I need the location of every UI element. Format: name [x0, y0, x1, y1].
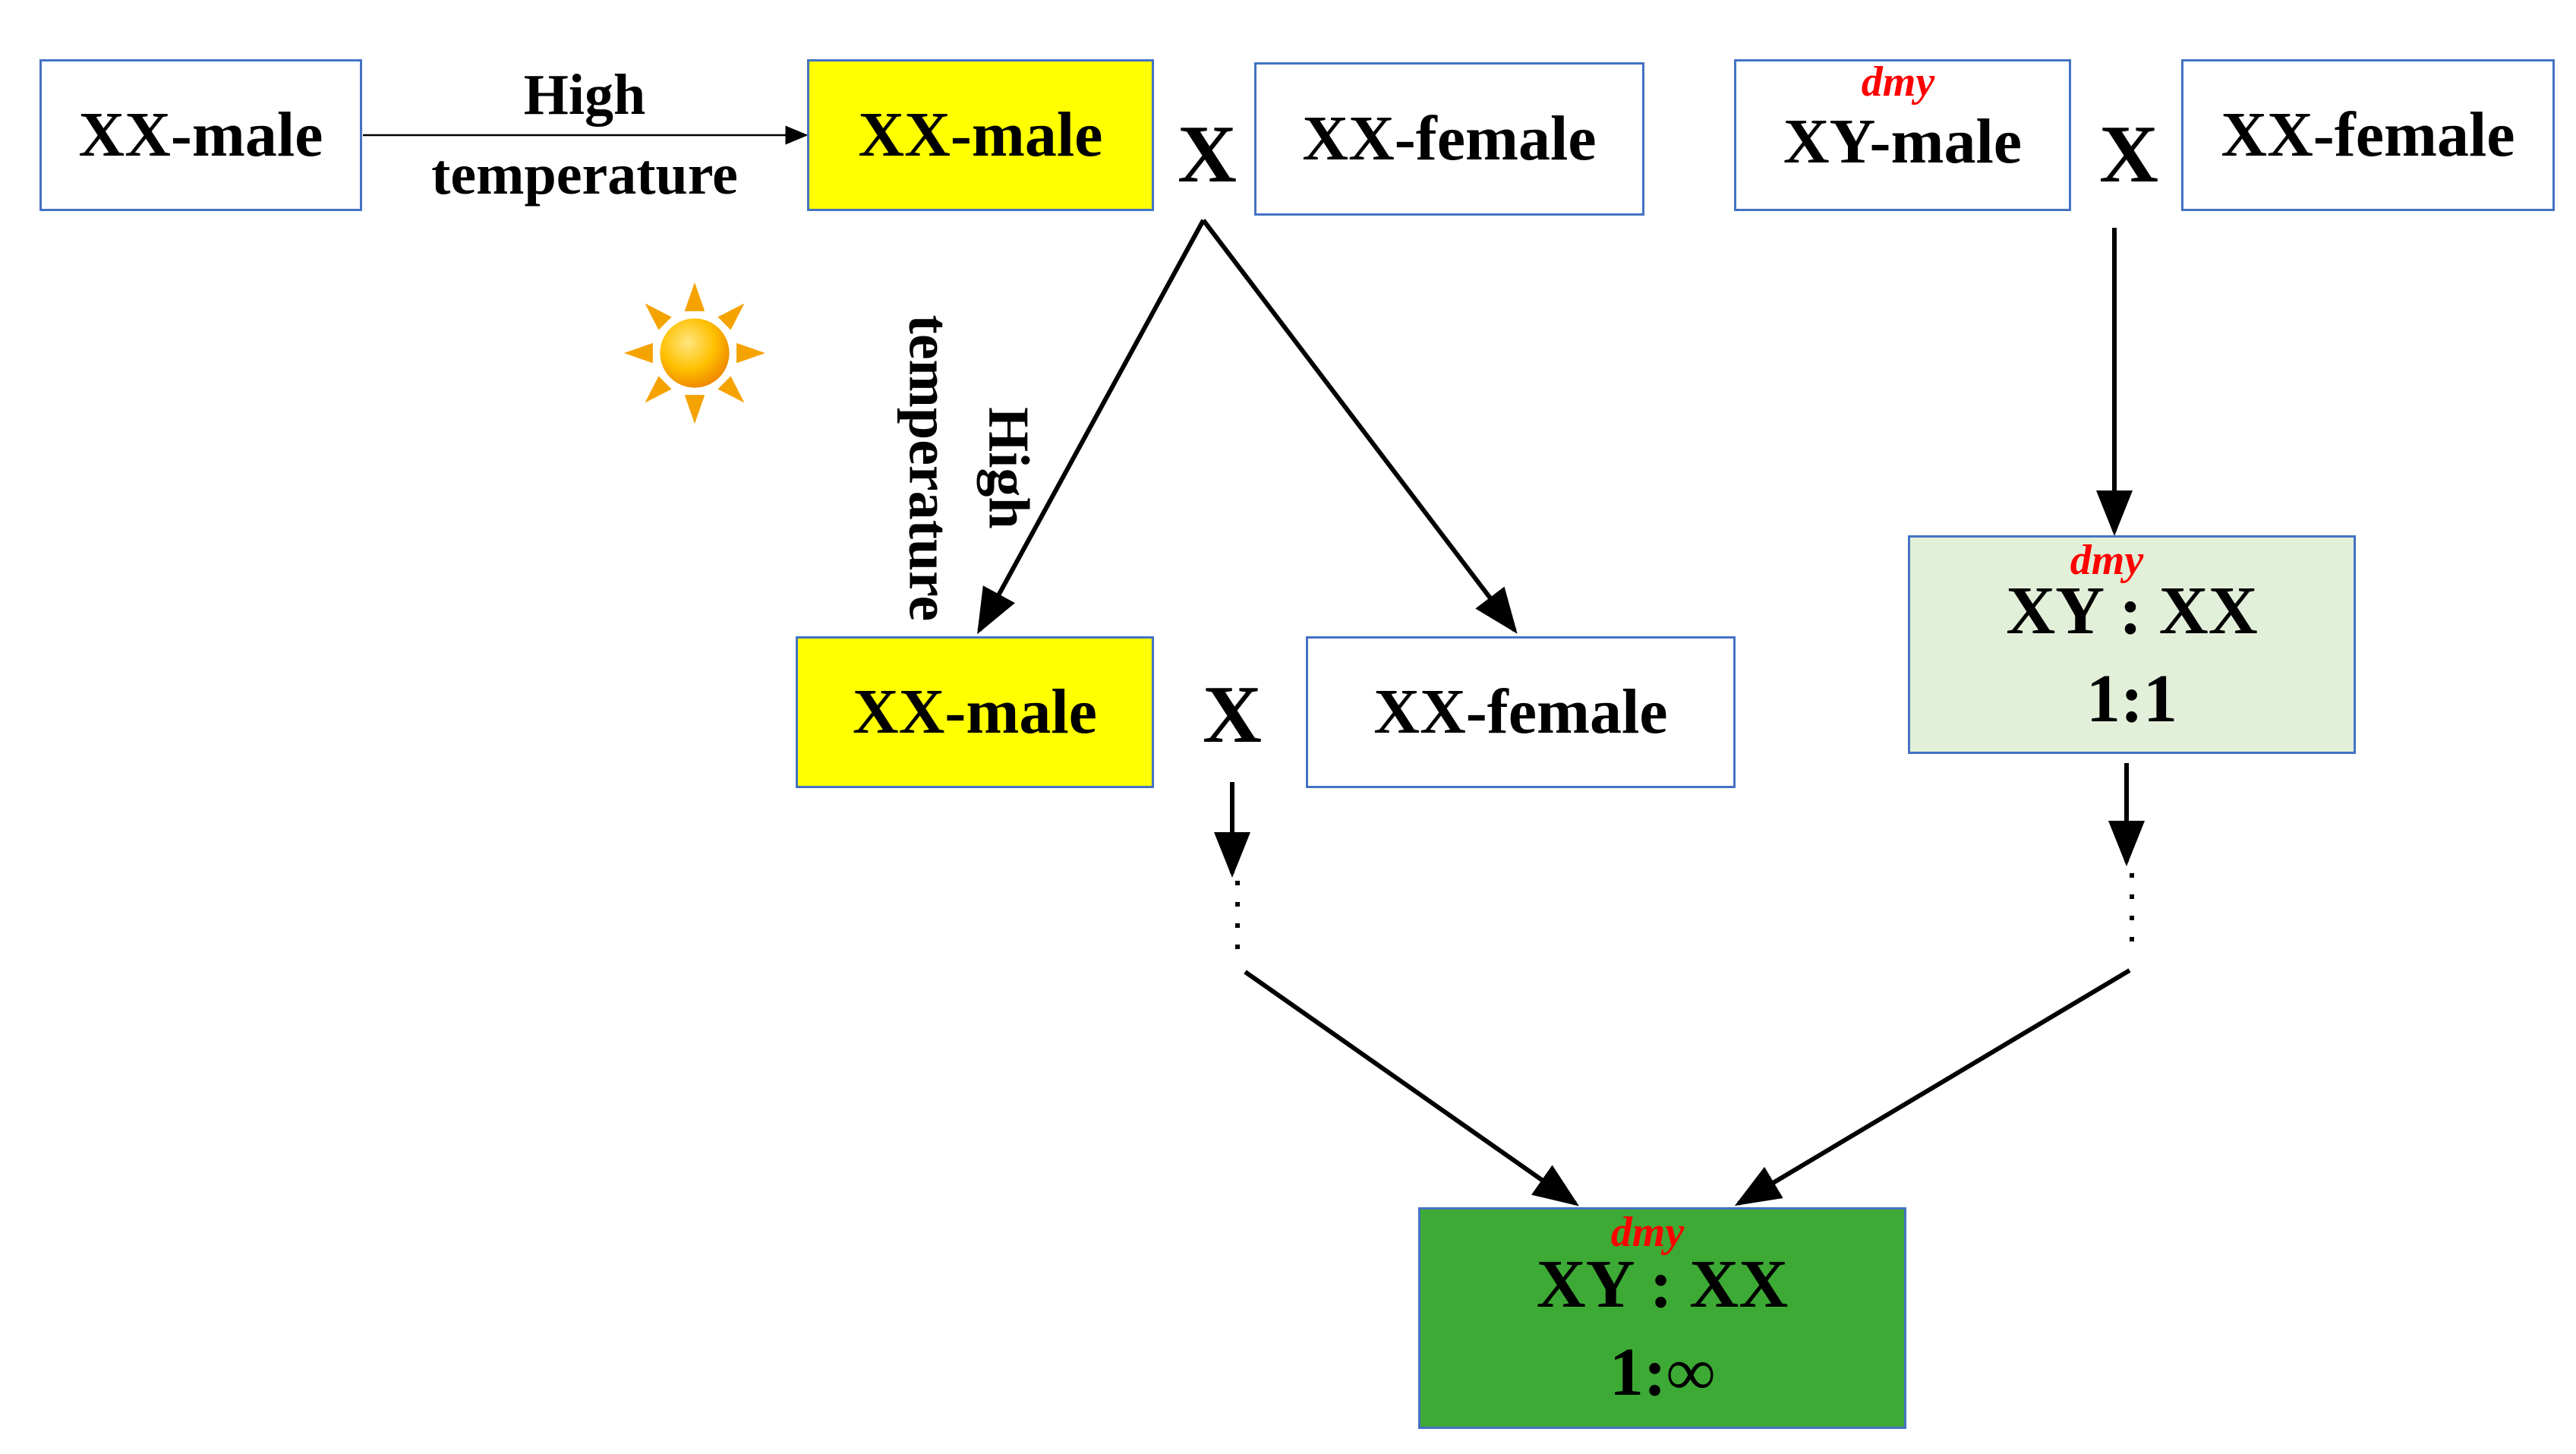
- xx-male-treated-label: XX-male: [858, 99, 1103, 170]
- vertical-high-temperature-label: High temperature: [895, 270, 1042, 665]
- xx-female-offspring-box: XX-female: [1306, 636, 1736, 788]
- vertical-label-line2: temperature: [897, 314, 960, 622]
- cross-symbol-3: X: [1203, 670, 1262, 760]
- arrow-middle-to-result: [1244, 970, 1579, 1206]
- xy-male-label: XY-male: [1783, 106, 2023, 177]
- cross-symbol-1: X: [1178, 109, 1237, 200]
- ratio-value-1-infinity: 1:∞: [1609, 1335, 1716, 1410]
- ratio-label-1-1: XY : XX: [2006, 573, 2258, 648]
- xx-female-offspring-label: XX-female: [1373, 677, 1668, 747]
- arrow-right-to-result: [1734, 968, 2131, 1206]
- sun-icon: [623, 282, 766, 424]
- high-temperature-line2: temperature: [431, 143, 738, 207]
- cross-symbol-2: X: [2099, 109, 2158, 200]
- xx-female-label-2: XX-female: [2221, 99, 2515, 170]
- xx-male-offspring-box: XX-male: [796, 636, 1154, 788]
- xx-male-box: XX-male: [39, 59, 362, 211]
- ratio-label-1-infinity: XY : XX: [1536, 1247, 1789, 1322]
- arrow-cross-to-female: [1201, 219, 1518, 634]
- ratio-box-1-infinity: XY : XX 1:∞: [1418, 1207, 1906, 1429]
- xx-female-box-1: XX-female: [1254, 62, 1644, 216]
- ratio-value-1-1: 1:1: [2086, 661, 2177, 736]
- high-temperature-label: High temperature: [380, 62, 790, 209]
- dmy-tag-xy-male: dmy: [1861, 58, 1935, 106]
- vertical-label-line1: High: [976, 407, 1041, 529]
- xx-female-label-1: XX-female: [1302, 103, 1597, 174]
- xx-male-offspring-label: XX-male: [853, 677, 1097, 747]
- dmy-tag-ratio-1-1: dmy: [2070, 537, 2144, 584]
- high-temperature-line1: High: [523, 63, 646, 127]
- dmy-tag-ratio-1-infinity: dmy: [1610, 1209, 1685, 1256]
- xy-male-box: XY-male: [1734, 59, 2071, 211]
- xx-male-label: XX-male: [78, 99, 323, 170]
- xx-male-treated-box: XX-male: [807, 59, 1154, 211]
- ratio-box-1-1: XY : XX 1:1: [1908, 535, 2356, 754]
- arrow-cross-to-male: [977, 219, 1206, 635]
- xx-female-box-2: XX-female: [2181, 59, 2555, 211]
